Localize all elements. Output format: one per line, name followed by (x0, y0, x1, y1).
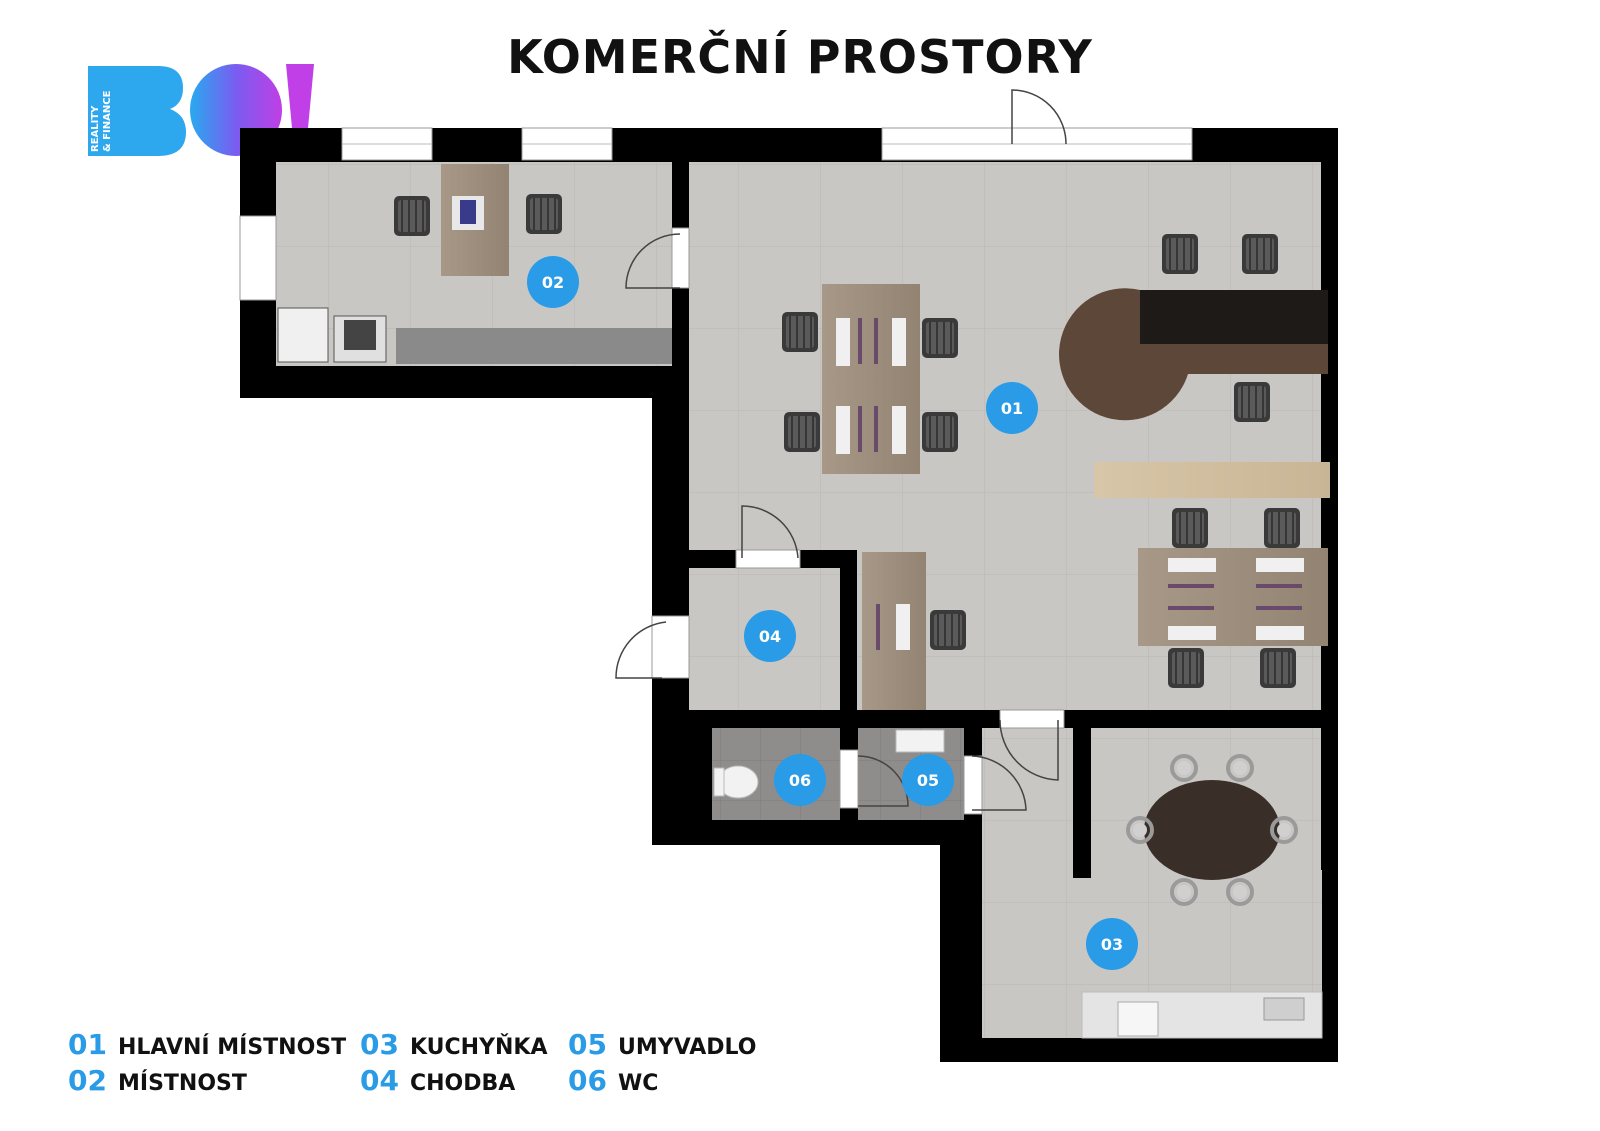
svg-text:02: 02 (542, 273, 564, 292)
badge-room-03: 03 (1086, 918, 1138, 970)
svg-text:03: 03 (1101, 935, 1123, 954)
badge-room-02: 02 (527, 256, 579, 308)
svg-text:06: 06 (789, 771, 811, 790)
svg-text:01: 01 (1001, 399, 1023, 418)
badge-room-06: 06 (774, 754, 826, 806)
badge-room-04: 04 (744, 610, 796, 662)
page-title: KOMERČNÍ PROSTORY (507, 30, 1093, 84)
svg-text:05: 05 (917, 771, 939, 790)
svg-text:04: 04 (759, 627, 781, 646)
badge-room-01: 01 (986, 382, 1038, 434)
badge-room-05: 05 (902, 754, 954, 806)
